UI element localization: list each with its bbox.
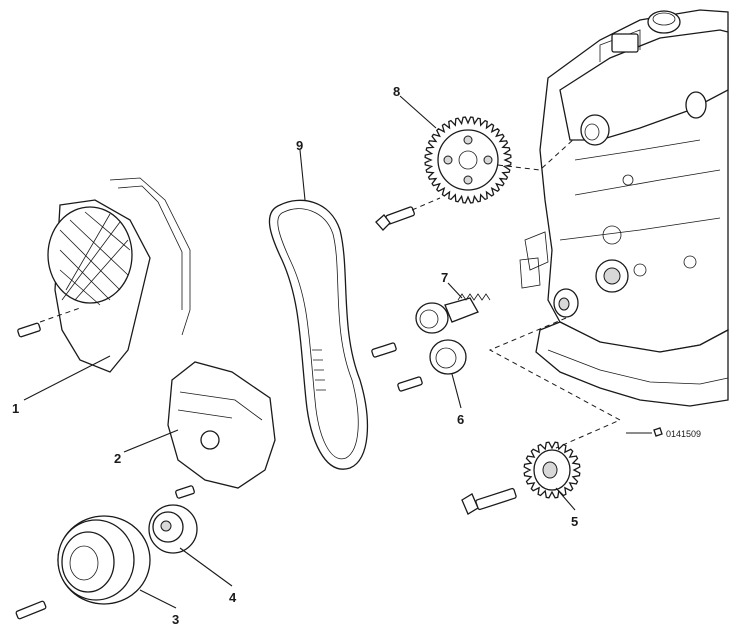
lower-cover-bolt	[175, 485, 195, 499]
timing-belt	[268, 199, 368, 470]
crankshaft-pulley	[57, 515, 151, 605]
callout-9: 9	[296, 138, 303, 153]
lower-timing-cover	[167, 361, 276, 489]
callout-8: 8	[393, 84, 400, 99]
callout-3: 3	[172, 612, 179, 627]
reference-code-tag: 0141509	[626, 427, 701, 439]
tensioner-spring	[457, 293, 491, 301]
crankshaft-pulley-bolt	[15, 600, 47, 620]
camshaft-sprocket	[424, 116, 512, 204]
callout-1: 1	[12, 401, 19, 416]
callout-labels: 1 2 3 4 5 6 7 8 9	[12, 84, 578, 627]
tensioner-bolt	[371, 342, 397, 358]
reference-code: 0141509	[666, 429, 701, 439]
callout-2: 2	[114, 451, 121, 466]
camshaft-sprocket-bolt	[375, 206, 415, 231]
engine-block	[519, 9, 729, 407]
crankshaft-sprocket-bolt	[461, 487, 517, 515]
crankshaft-pulley-small	[148, 504, 198, 554]
leader-lines	[23, 95, 576, 609]
callout-4: 4	[229, 590, 237, 605]
idler-pulley	[429, 339, 467, 375]
upper-cover-bolt	[17, 322, 41, 338]
idler-bolt	[397, 376, 423, 392]
crankshaft-sprocket	[523, 441, 581, 499]
belt-tensioner	[415, 297, 479, 334]
upper-timing-cover	[47, 177, 191, 373]
callout-5: 5	[571, 514, 578, 529]
callout-7: 7	[441, 270, 448, 285]
callout-6: 6	[457, 412, 464, 427]
